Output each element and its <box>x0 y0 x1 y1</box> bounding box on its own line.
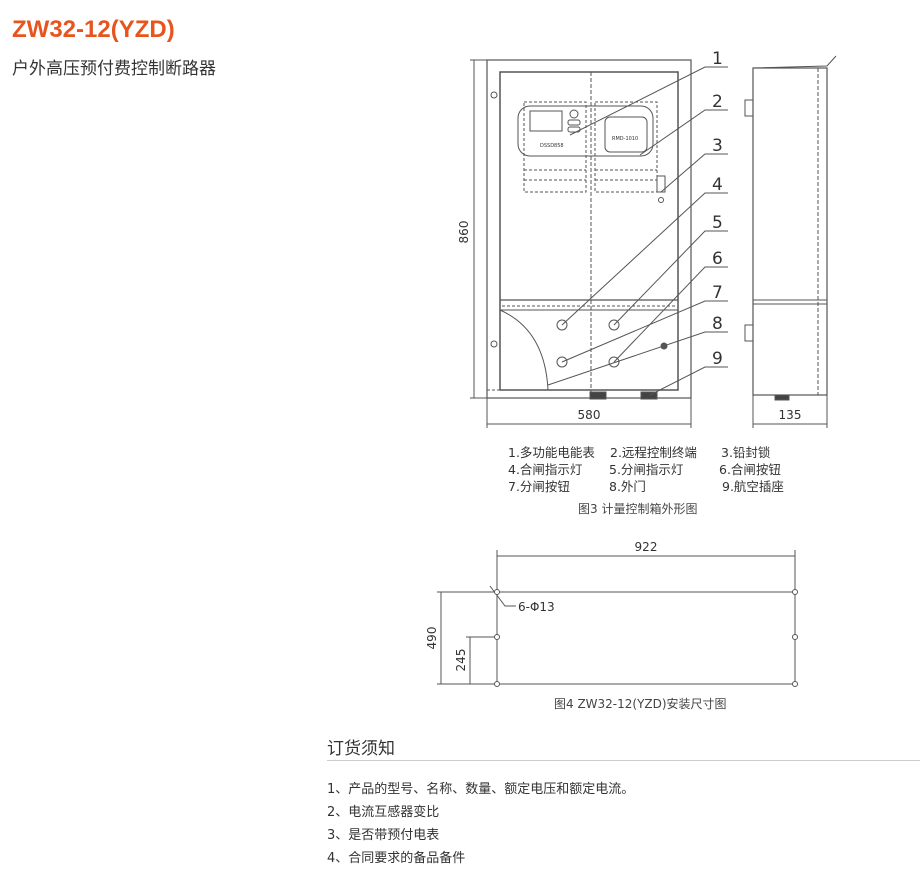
callout-3: 3 <box>712 136 723 156</box>
legend-2: 2.远程控制终端 <box>610 445 697 460</box>
callout-9: 9 <box>712 349 723 369</box>
install-dim-half: 245 <box>454 649 468 672</box>
svg-text:RMD-1010: RMD-1010 <box>612 136 638 142</box>
product-title: ZW32-12(YZD) <box>12 16 175 43</box>
figure4-caption: 图4 ZW32-12(YZD)安装尺寸图 <box>554 697 727 711</box>
install-drawing <box>437 550 798 687</box>
product-subtitle: 户外高压预付费控制断路器 <box>12 59 216 79</box>
svg-text:DSSD858: DSSD858 <box>540 143 564 149</box>
legend-9: 9.航空插座 <box>722 479 784 494</box>
callout-7: 7 <box>712 283 723 303</box>
legend-8: 8.外门 <box>609 479 646 494</box>
legend-1: 1.多功能电能表 <box>508 445 595 460</box>
install-dim-height: 490 <box>425 627 439 650</box>
front-view: DSSD858 RMD-1010 <box>486 59 692 400</box>
callout-4: 4 <box>712 175 723 195</box>
legend-4: 4.合闸指示灯 <box>508 462 583 477</box>
order-item: 4、合同要求的备品备件 <box>327 851 466 866</box>
callout-1: 1 <box>712 49 723 69</box>
legend-7: 7.分闸按钮 <box>508 479 570 494</box>
figure3-caption: 图3 计量控制箱外形图 <box>578 502 698 516</box>
callout-6: 6 <box>712 249 723 269</box>
order-item: 1、产品的型号、名称、数量、额定电压和额定电流。 <box>327 782 635 797</box>
order-item: 3、是否带预付电表 <box>327 828 440 843</box>
dim-width: 580 <box>578 408 601 422</box>
divider <box>327 760 920 761</box>
order-item: 2、电流互感器变比 <box>327 805 440 820</box>
hole-spec: 6-Φ13 <box>518 600 555 614</box>
dim-height: 860 <box>457 221 471 244</box>
install-dim-width: 922 <box>635 540 658 554</box>
legend-6: 6.合闸按钮 <box>719 462 781 477</box>
dim-depth: 135 <box>779 408 802 422</box>
callout-8: 8 <box>712 314 723 334</box>
callout-leaders <box>547 66 728 396</box>
legend-3: 3.铅封锁 <box>721 445 771 460</box>
order-heading: 订货须知 <box>327 739 395 759</box>
front-dimensions <box>470 59 828 428</box>
callout-2: 2 <box>712 92 723 112</box>
side-view <box>744 55 837 401</box>
legend-5: 5.分闸指示灯 <box>609 462 684 477</box>
callout-5: 5 <box>712 213 723 233</box>
